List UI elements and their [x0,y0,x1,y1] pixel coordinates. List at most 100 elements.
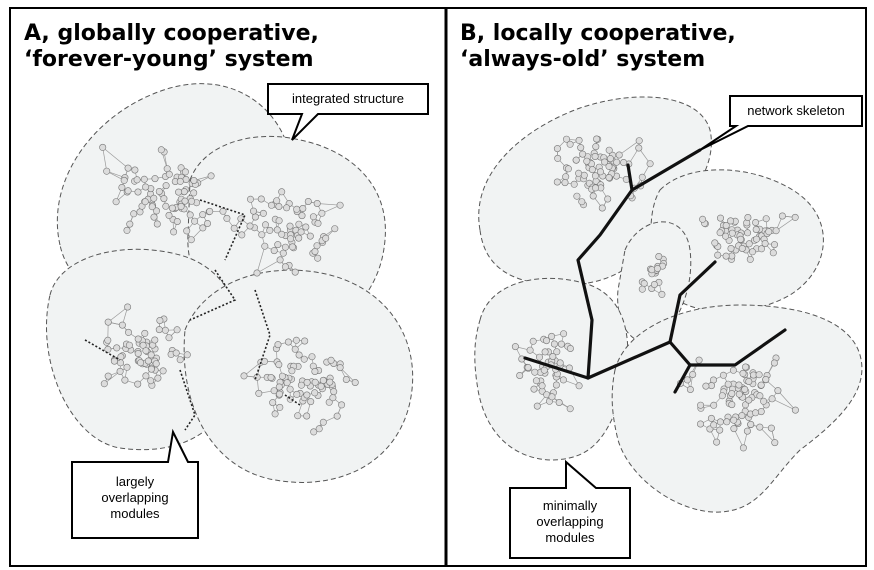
panel-a-node [257,195,265,203]
panel-a-node [131,166,139,174]
panel-a-node [278,372,286,380]
panel-b-node [606,155,614,163]
panel-b-node [541,348,549,356]
panel-a-node [318,209,326,217]
panel-a-node [238,231,246,239]
panel-a-node [322,234,330,242]
panel-b-node [553,178,561,186]
panel-a-node [283,379,291,387]
panel-b-node [774,387,782,395]
panel-b-node [778,212,786,220]
panel-b-node [743,427,751,435]
panel-a-node [336,201,344,209]
panel-b-node [575,169,583,177]
panel-b-node [711,239,719,247]
panel-b-node [791,406,799,414]
panel-b-node [745,377,753,385]
panel-a-node [104,345,112,353]
panel-b-node [713,438,721,446]
panel-b-modules [474,96,863,513]
callout-minimally-overlapping-box [509,459,631,559]
panel-b-node [719,371,727,379]
panel-b-node [648,266,656,274]
panel-a-node [173,326,181,334]
panel-a-node [113,344,121,352]
panel-a-node [311,248,319,256]
skeleton-main-trunk [576,163,634,380]
panel-b-node [755,371,763,379]
panel-b-node [748,248,756,256]
panel-b-node [575,136,583,144]
panel-b-node [635,144,643,152]
panel-a-node [187,236,195,244]
panel-b-node [577,144,585,152]
panel-a-title-line2: ‘forever-young’ system [24,47,314,72]
panel-b-node [548,332,556,340]
panel-a-node [266,226,274,234]
panel-b-node [757,381,765,389]
panel-b-node [727,245,735,253]
panel-a-node [134,349,142,357]
panel-b-node [529,337,537,345]
panel-a-node [246,222,254,230]
panel-a-node [206,207,214,215]
panel-a-edge [256,259,281,274]
panel-a-node [307,398,315,406]
panel-b-node [738,412,746,420]
panel-a-node [276,403,284,411]
panel-a-edge [107,306,128,323]
panel-a-node [116,367,124,375]
panel-a-node [154,374,162,382]
panel-a-node [124,187,132,195]
panel-b-node [566,140,574,148]
panel-a-node [330,388,338,396]
panel-b-node [741,363,749,371]
panel-b-node [738,245,746,253]
panel-b-node [566,405,574,413]
panel-a-node [275,217,283,225]
panel-a-node [273,226,281,234]
panel-a-node [165,334,173,342]
panel-a-node [99,143,107,151]
panel-b-node [771,439,779,447]
panel-a-node [177,202,185,210]
panel-a-node [274,241,282,249]
callout-network-skeleton-label: network skeleton [747,103,845,118]
panel-a-node [190,189,198,197]
panel-a-node [306,232,314,240]
panel-b-node [598,204,606,212]
panel-b-node [730,425,738,433]
panel-a-node [173,218,181,226]
panel-a-node [118,184,126,192]
panel-a-node [283,204,291,212]
panel-a-node [165,170,173,178]
panel-a-node [313,200,321,208]
panel-b-title-line2: ‘always-old’ system [460,47,706,72]
panel-b-module-bottom-left [474,277,629,461]
panel-a-node [152,360,160,368]
panel-b-node [791,213,799,221]
callout-largely-line2: overlapping [101,490,169,505]
panel-a-edge [339,367,356,383]
panel-b-node [638,173,646,181]
panel-b-node [553,145,561,153]
panel-a-node [183,351,191,359]
panel-b-node [562,173,570,181]
panel-a-node [112,198,120,206]
panel-a-node [148,203,156,211]
panel-a-node [319,376,327,384]
panel-a-node [253,269,261,277]
panel-b-node [531,368,539,376]
panel-b-node [762,375,770,383]
skeleton-right-branch [688,328,787,367]
panel-b-node [572,156,580,164]
panel-a-node [351,378,359,386]
panel-a-module-bottom-right [183,269,414,483]
panel-b-node [761,240,769,248]
panel-a-node [259,209,267,217]
panel-a-node [310,428,318,436]
panel-b-node [548,393,556,401]
panel-b-node [570,180,578,188]
panel-a-title-line1: A, globally cooperative, [24,21,319,46]
